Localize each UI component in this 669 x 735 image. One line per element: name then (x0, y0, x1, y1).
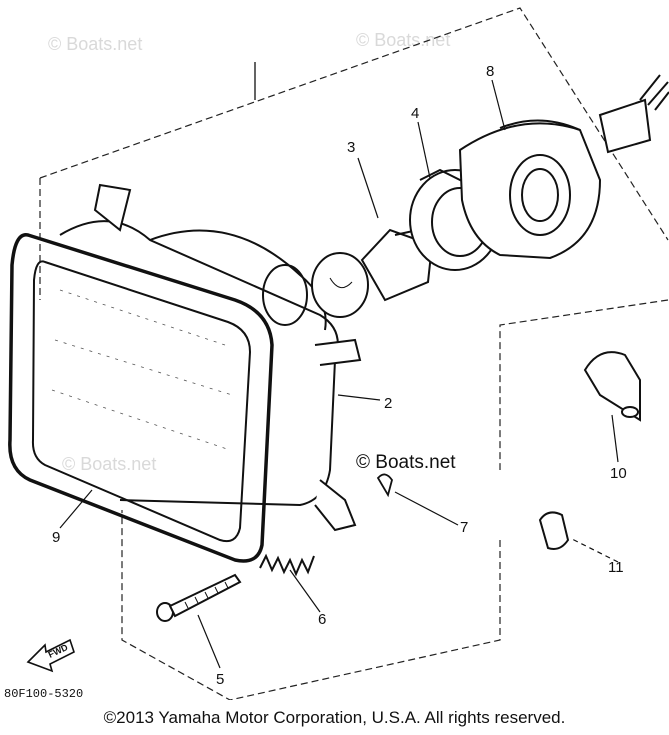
wire-connector (598, 74, 669, 154)
assembly-boundary (39, 7, 669, 700)
copyright-notice: ©2013 Yamaha Motor Corporation, U.S.A. A… (103, 708, 566, 727)
clip (538, 511, 570, 550)
diagram-part-code: 80F100-5320 (4, 687, 83, 700)
watermark-top-center: © Boats.net (356, 30, 450, 50)
watermark-top-left: © Boats.net (48, 34, 142, 54)
callout-2: 2 (384, 395, 392, 412)
clamp (583, 351, 641, 422)
callout-5: 5 (216, 671, 224, 688)
callout-4: 4 (411, 105, 419, 122)
fwd-arrow: FWD (26, 638, 75, 673)
watermark-lower-left: © Boats.net (62, 454, 156, 474)
headlight-rim (8, 233, 274, 563)
callout-6: 6 (318, 611, 326, 628)
adjuster-clip (376, 473, 393, 498)
headlight-exploded-diagram: © Boats.net © Boats.net © Boats.net (4, 7, 669, 700)
adjusting-spring (259, 553, 315, 577)
brand-mark: © Boats.net (356, 452, 456, 473)
callout-7: 7 (460, 519, 468, 536)
callout-10: 10 (610, 465, 627, 482)
callout-8: 8 (486, 63, 494, 80)
callout-9: 9 (52, 529, 60, 546)
bulb (311, 223, 442, 318)
leader-lines (59, 79, 619, 669)
headlight-housing (59, 183, 362, 532)
callout-3: 3 (347, 139, 355, 156)
rubber-cover (458, 119, 602, 260)
adjusting-screw (156, 573, 242, 622)
callout-11: 11 (608, 559, 624, 576)
